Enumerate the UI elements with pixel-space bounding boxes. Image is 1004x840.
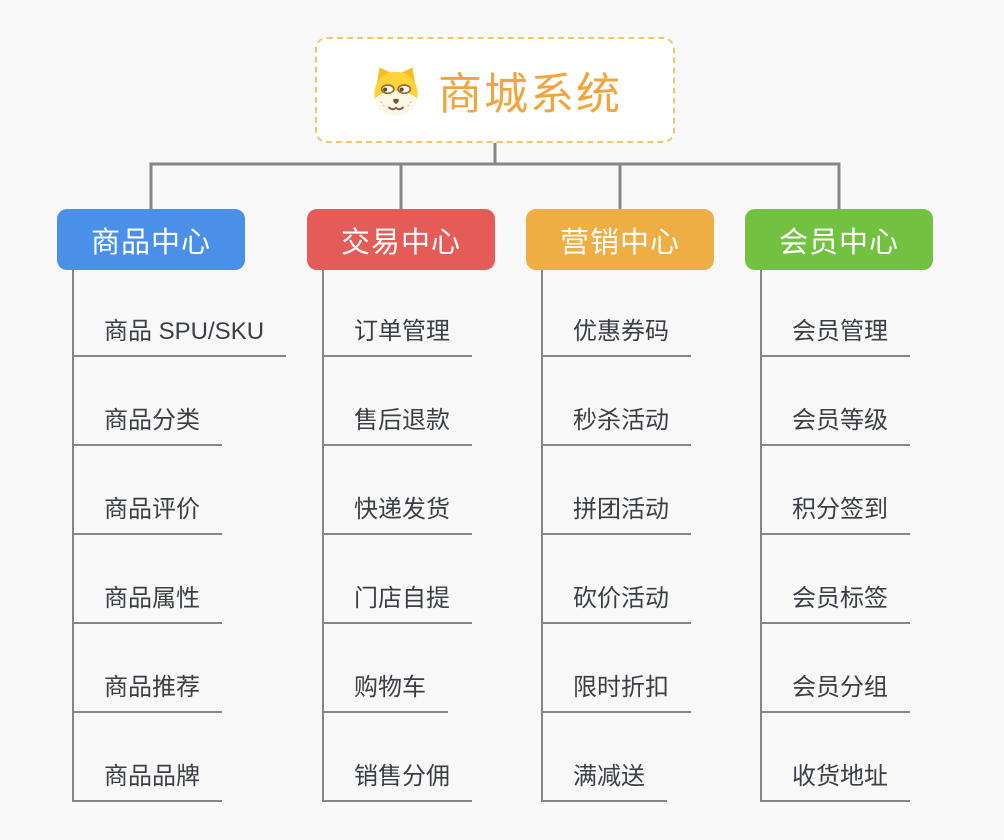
subtopic-node[interactable]: 商品评价 [73,496,222,535]
subtopic-node[interactable]: 会员管理 [761,318,910,357]
subtopic-node[interactable]: 满减送 [542,763,667,802]
subtopic-node[interactable]: 商品 SPU/SKU [73,318,287,357]
branch-trunk-line [72,270,74,802]
branch-trunk-line [541,270,543,802]
branch-label: 会员中心 [778,226,899,259]
shiba-dog-icon [374,67,418,116]
subtopic-node[interactable]: 快递发货 [323,496,472,535]
subtopic-node[interactable]: 订单管理 [323,318,472,357]
branch-node-trade-center[interactable]: 交易中心 [307,209,495,270]
subtopic-node[interactable]: 会员标签 [761,585,910,624]
branch-trunk-line [322,270,324,802]
branch-subtopics-member-center: 会员管理 会员等级 积分签到 会员标签 会员分组 收货地址 [745,270,980,815]
branch-label: 商品中心 [90,226,211,259]
subtopic-node[interactable]: 门店自提 [323,585,472,624]
branch-node-member-center[interactable]: 会员中心 [745,209,933,270]
branch-node-marketing-center[interactable]: 营销中心 [526,209,714,270]
root-node-title: 商城系统 [438,70,622,119]
branch-label: 营销中心 [559,226,680,259]
subtopic-node[interactable]: 销售分佣 [323,763,472,802]
subtopic-node[interactable]: 优惠券码 [542,318,691,357]
root-node-mall-system[interactable]: 商城系统 [315,37,675,143]
subtopic-node[interactable]: 砍价活动 [542,585,691,624]
subtopic-node[interactable]: 商品属性 [73,585,222,624]
branch-node-product-center[interactable]: 商品中心 [57,209,245,270]
branch-trunk-line [760,270,762,802]
subtopic-node[interactable]: 限时折扣 [542,674,691,713]
subtopic-node[interactable]: 拼团活动 [542,496,691,535]
subtopic-node[interactable]: 会员分组 [761,674,910,713]
subtopic-node[interactable]: 商品推荐 [73,674,222,713]
subtopic-node[interactable]: 商品品牌 [73,763,222,802]
subtopic-node[interactable]: 购物车 [323,674,448,713]
branch-subtopics-marketing-center: 优惠券码 秒杀活动 拼团活动 砍价活动 限时折扣 满减送 [526,270,761,815]
subtopic-node[interactable]: 售后退款 [323,407,472,446]
subtopic-node[interactable]: 积分签到 [761,496,910,535]
subtopic-node[interactable]: 商品分类 [73,407,222,446]
subtopic-node[interactable]: 会员等级 [761,407,910,446]
subtopic-node[interactable]: 秒杀活动 [542,407,691,446]
branch-subtopics-product-center: 商品 SPU/SKU 商品分类 商品评价 商品属性 商品推荐 商品品牌 [57,270,292,815]
subtopic-node[interactable]: 收货地址 [761,763,910,802]
branch-subtopics-trade-center: 订单管理 售后退款 快递发货 门店自提 购物车 销售分佣 [307,270,542,815]
branch-label: 交易中心 [340,226,461,259]
